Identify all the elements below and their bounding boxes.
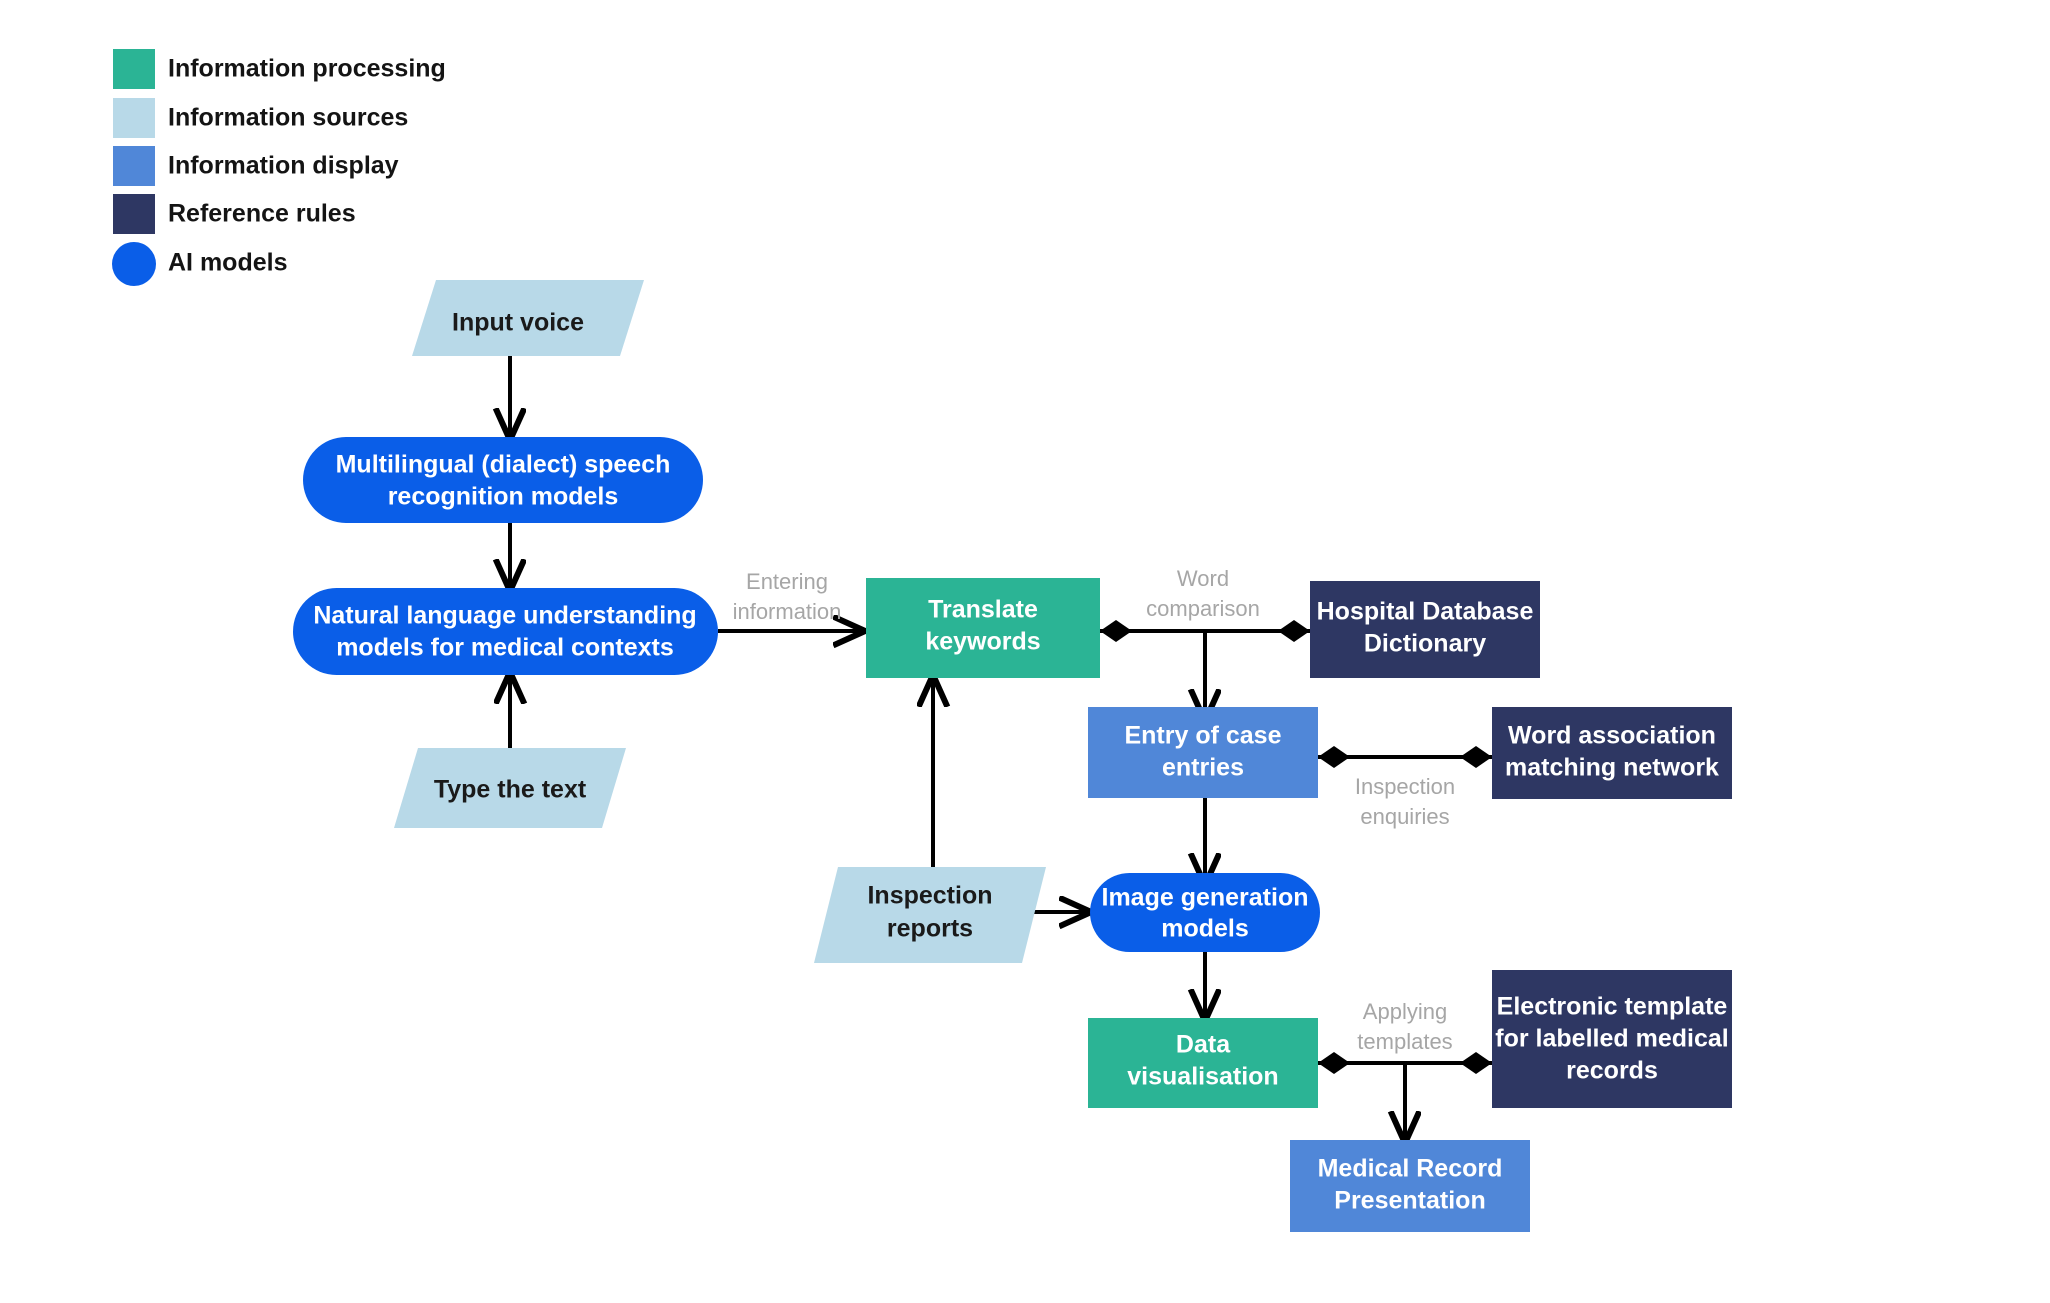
diamond-word-association-end <box>1460 746 1492 768</box>
node-inspection-reports-label-line1: Inspection <box>867 882 992 910</box>
node-electronic-template-label-line1: Electronic template <box>1497 993 1728 1021</box>
node-type-the-text-label: Type the text <box>434 776 587 804</box>
node-word-association-matching-network-label-line2: matching network <box>1505 754 1719 782</box>
edge-label-applying-templates-line1: Applying <box>1363 999 1447 1024</box>
legend-swatch-information-display <box>113 146 155 186</box>
node-electronic-template-label-line2: for labelled medical <box>1495 1025 1728 1053</box>
edge-label-entering-information-line1: Entering <box>746 569 828 594</box>
diamond-electronic-template-end <box>1460 1052 1492 1074</box>
node-data-visualisation[interactable]: Data visualisation <box>1088 1018 1318 1108</box>
legend-swatch-ai-models <box>112 242 156 286</box>
node-hospital-database-dictionary-label-line1: Hospital Database <box>1317 598 1534 626</box>
node-input-voice-label: Input voice <box>452 309 584 337</box>
diamond-entry-of-case-end <box>1318 746 1350 768</box>
node-medical-record-presentation-label-line1: Medical Record <box>1318 1155 1503 1183</box>
node-data-visualisation-shape <box>1088 1018 1318 1108</box>
node-word-association-matching-network[interactable]: Word association matching network <box>1492 707 1732 799</box>
node-input-voice-shape <box>412 280 644 356</box>
node-inspection-reports[interactable]: Inspection reports <box>814 867 1046 963</box>
node-hospital-database-dictionary-shape <box>1310 581 1540 678</box>
node-image-generation-models-shape <box>1090 873 1320 952</box>
node-image-generation-models-label-line1: Image generation <box>1102 884 1309 912</box>
edge-label-word-comparison-line1: Word <box>1177 566 1229 591</box>
node-speech-recognition-shape <box>303 437 703 523</box>
node-medical-record-presentation-label-line2: Presentation <box>1334 1187 1485 1215</box>
legend-swatch-information-sources <box>113 98 155 138</box>
node-nlu-models-shape <box>293 588 718 675</box>
legend-item-information-sources: Information sources <box>113 98 408 138</box>
node-input-voice[interactable]: Input voice <box>412 280 644 356</box>
legend-item-ai-models: AI models <box>112 242 287 286</box>
edge-label-word-comparison-line2: comparison <box>1146 596 1260 621</box>
diamond-hospital-database-end <box>1278 620 1310 642</box>
node-nlu-models-label-line2: models for medical contexts <box>336 634 674 662</box>
legend-label-information-display: Information display <box>168 152 399 180</box>
legend-swatch-reference-rules <box>113 194 155 234</box>
node-medical-record-presentation[interactable]: Medical Record Presentation <box>1290 1140 1530 1232</box>
node-inspection-reports-label-line2: reports <box>887 915 973 943</box>
node-electronic-template[interactable]: Electronic template for labelled medical… <box>1492 970 1732 1108</box>
node-translate-keywords[interactable]: Translate keywords <box>866 578 1100 678</box>
node-nlu-models-label-line1: Natural language understanding <box>313 602 696 630</box>
diamond-data-visualisation-end <box>1318 1052 1350 1074</box>
node-hospital-database-dictionary[interactable]: Hospital Database Dictionary <box>1310 581 1540 678</box>
node-word-association-matching-network-shape <box>1492 707 1732 799</box>
node-image-generation-models-label-line2: models <box>1161 915 1249 943</box>
node-data-visualisation-label-line1: Data <box>1176 1031 1231 1059</box>
node-entry-of-case-entries[interactable]: Entry of case entries <box>1088 707 1318 798</box>
legend-swatch-information-processing <box>113 49 155 89</box>
diamond-translate-keywords-end <box>1100 620 1132 642</box>
legend-label-reference-rules: Reference rules <box>168 200 356 228</box>
edge-label-applying-templates-line2: templates <box>1357 1029 1452 1054</box>
edge-label-inspection-enquiries: Inspection enquiries <box>1355 774 1455 829</box>
edge-label-entering-information: Entering information <box>733 569 842 624</box>
node-nlu-models[interactable]: Natural language understanding models fo… <box>293 588 718 675</box>
node-speech-recognition-label-line2: recognition models <box>388 483 619 511</box>
edge-labels: Entering information Word comparison Ins… <box>733 566 1456 1054</box>
legend-item-information-display: Information display <box>113 146 399 186</box>
node-type-the-text-shape <box>394 748 626 828</box>
node-word-association-matching-network-label-line1: Word association <box>1508 722 1716 750</box>
edge-label-inspection-enquiries-line1: Inspection <box>1355 774 1455 799</box>
node-image-generation-models[interactable]: Image generation models <box>1090 873 1320 952</box>
node-type-the-text[interactable]: Type the text <box>394 748 626 828</box>
legend-label-ai-models: AI models <box>168 249 287 277</box>
legend: Information processing Information sourc… <box>112 49 446 286</box>
node-speech-recognition[interactable]: Multilingual (dialect) speech recognitio… <box>303 437 703 523</box>
node-inspection-reports-shape <box>814 867 1046 963</box>
node-electronic-template-shape <box>1492 970 1732 1108</box>
edge-label-applying-templates: Applying templates <box>1357 999 1452 1054</box>
node-speech-recognition-label-line1: Multilingual (dialect) speech <box>336 451 671 479</box>
node-electronic-template-label-line3: records <box>1566 1057 1658 1085</box>
legend-label-information-processing: Information processing <box>168 55 446 83</box>
node-medical-record-presentation-shape <box>1290 1140 1530 1232</box>
node-translate-keywords-label-line1: Translate <box>928 596 1038 624</box>
edge-label-inspection-enquiries-line2: enquiries <box>1360 804 1449 829</box>
node-entry-of-case-entries-shape <box>1088 707 1318 798</box>
node-entry-of-case-entries-label-line2: entries <box>1162 754 1244 782</box>
legend-label-information-sources: Information sources <box>168 104 408 132</box>
node-entry-of-case-entries-label-line1: Entry of case <box>1124 722 1281 750</box>
node-data-visualisation-label-line2: visualisation <box>1127 1063 1278 1091</box>
node-translate-keywords-shape <box>866 578 1100 678</box>
edge-label-word-comparison: Word comparison <box>1146 566 1260 621</box>
node-translate-keywords-label-line2: keywords <box>925 628 1040 656</box>
legend-item-information-processing: Information processing <box>113 49 446 89</box>
edge-label-entering-information-line2: information <box>733 599 842 624</box>
node-hospital-database-dictionary-label-line2: Dictionary <box>1364 630 1486 658</box>
legend-item-reference-rules: Reference rules <box>113 194 356 234</box>
connectors <box>510 356 1492 1140</box>
